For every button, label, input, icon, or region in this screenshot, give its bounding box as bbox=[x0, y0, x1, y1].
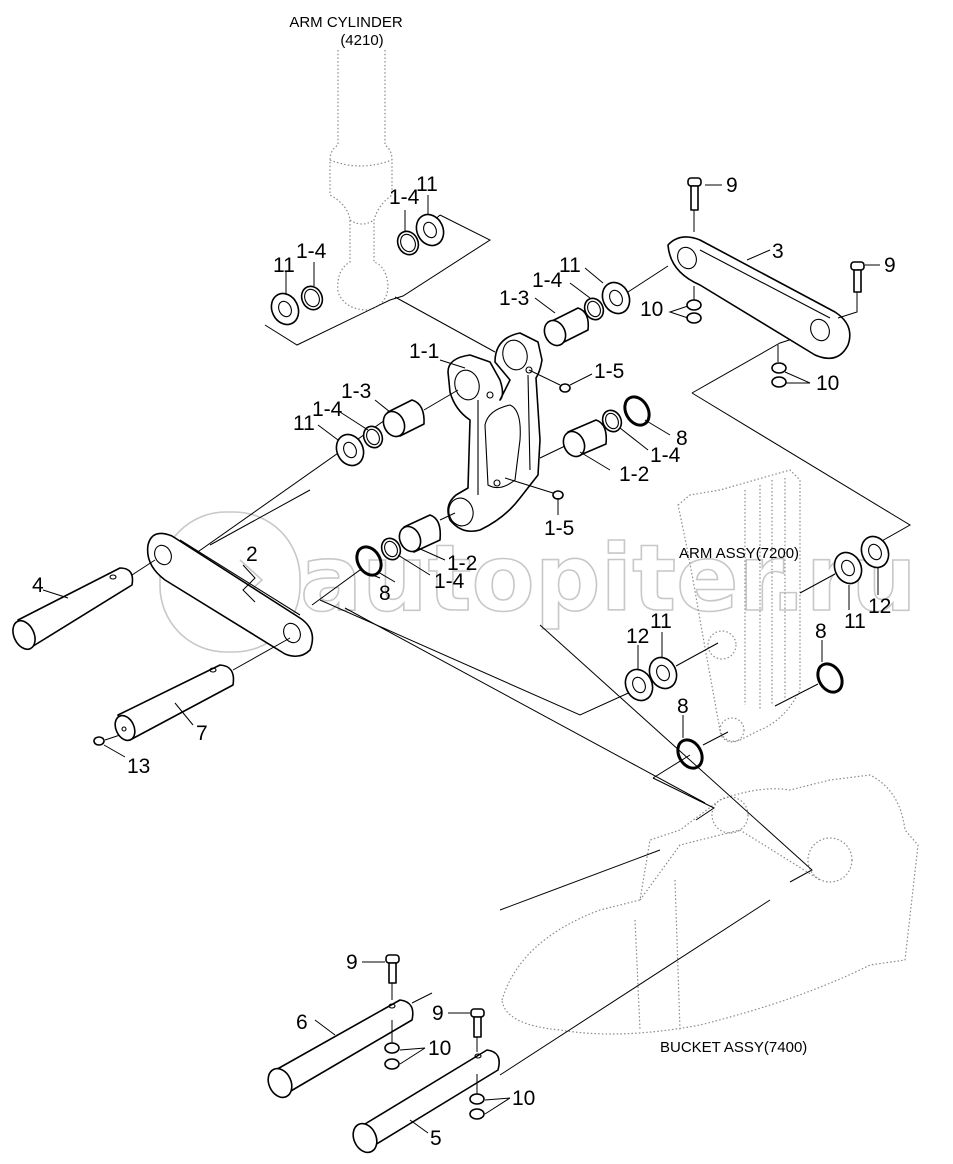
callout-label: 13 bbox=[127, 755, 150, 778]
callout-label: 10 bbox=[512, 1087, 535, 1110]
seal-1-4 bbox=[396, 230, 420, 256]
callout-label: 5 bbox=[430, 1127, 442, 1150]
callout-label: 8 bbox=[677, 695, 689, 718]
bushing-1-3 bbox=[382, 410, 406, 438]
callout-label: 11 bbox=[293, 412, 315, 435]
callout-label: 1-1 bbox=[409, 340, 439, 363]
callout-label: 11 bbox=[844, 610, 866, 633]
seal-1-4 bbox=[362, 425, 384, 449]
washer-11 bbox=[270, 292, 300, 326]
lube-fitting-1-5 bbox=[504, 477, 564, 500]
callout-label: 9 bbox=[726, 174, 738, 197]
upper-right-bushings bbox=[543, 265, 669, 347]
callout-label: 1-5 bbox=[594, 360, 624, 383]
bushing-1-3 bbox=[543, 319, 567, 347]
right-bushings bbox=[539, 395, 651, 459]
callout-label: 1-4 bbox=[532, 269, 563, 292]
callout-label: 11 bbox=[416, 173, 438, 196]
callout-leaders bbox=[42, 184, 880, 1134]
callout-label: 10 bbox=[640, 298, 663, 321]
callout-label: 1-2 bbox=[619, 463, 649, 486]
pin-4 bbox=[12, 559, 156, 651]
arm-assy-label: ARM ASSY(7200) bbox=[679, 545, 799, 562]
seal-1-4 bbox=[583, 297, 605, 321]
callout-label: 1-3 bbox=[341, 380, 371, 403]
o-ring-8 bbox=[676, 738, 704, 770]
o-ring-8 bbox=[623, 395, 651, 427]
callout-label: 1-4 bbox=[389, 186, 420, 209]
callout-label: 3 bbox=[772, 240, 784, 263]
washer-11 bbox=[648, 656, 678, 690]
lower-bushings bbox=[355, 512, 456, 577]
washer-11 bbox=[335, 433, 365, 467]
washer-12 bbox=[860, 535, 890, 569]
callout-label: 11 bbox=[273, 254, 295, 277]
o-ring-8 bbox=[355, 545, 383, 577]
callout-label: 4 bbox=[32, 574, 44, 597]
callout-label: 9 bbox=[884, 254, 896, 277]
washer-11 bbox=[833, 551, 863, 585]
arm-cylinder-ghost bbox=[329, 50, 393, 311]
callout-label: 11 bbox=[650, 610, 672, 633]
callout-label: 8 bbox=[815, 620, 827, 643]
arm-seals bbox=[624, 535, 890, 770]
callout-label: 1-4 bbox=[434, 570, 465, 593]
arm-cylinder-label: ARM CYLINDER bbox=[289, 14, 403, 31]
pin-5 bbox=[352, 1049, 500, 1154]
callout-label: 1-4 bbox=[650, 444, 681, 467]
nut-10 bbox=[771, 345, 787, 388]
callout-label: 11 bbox=[559, 254, 581, 277]
washer-11 bbox=[415, 213, 445, 247]
callout-label: 1-5 bbox=[544, 517, 574, 540]
washer-12 bbox=[624, 668, 654, 702]
link-1-1 bbox=[447, 332, 543, 533]
bolt-9 bbox=[385, 954, 400, 1045]
bolt-9 bbox=[470, 1008, 485, 1095]
callouts: 11 1-4 1-4 11 9 9 3 11 1-4 1-3 10 10 1-1… bbox=[32, 173, 896, 1150]
seal-1-4 bbox=[601, 409, 623, 433]
nut-10 bbox=[686, 286, 702, 324]
arm-cylinder-code: (4210) bbox=[340, 32, 383, 49]
link-2 bbox=[146, 532, 314, 658]
seal-1-4 bbox=[300, 285, 324, 311]
callout-label: 1-4 bbox=[296, 240, 327, 263]
lube-fitting-1-5 bbox=[528, 369, 571, 393]
cylinder-seals bbox=[270, 213, 445, 326]
bolt-9 bbox=[837, 261, 865, 319]
callout-label: 1-3 bbox=[499, 287, 529, 310]
callout-label: 1-2 bbox=[447, 552, 477, 575]
callout-label: 7 bbox=[196, 722, 208, 745]
fitting-13 bbox=[93, 736, 105, 746]
callout-label: 9 bbox=[346, 951, 358, 974]
callout-label: 8 bbox=[676, 427, 688, 450]
pin-6 bbox=[267, 992, 433, 1099]
bucket-assy-label: BUCKET ASSY(7400) bbox=[660, 1039, 807, 1056]
bucket-assy-ghost bbox=[501, 774, 919, 1035]
bushing-1-2 bbox=[562, 430, 586, 458]
callout-label: 10 bbox=[428, 1037, 451, 1060]
bushing-1-2 bbox=[398, 525, 422, 553]
callout-label: 10 bbox=[816, 372, 839, 395]
left-bushings bbox=[335, 389, 459, 467]
callout-label: 12 bbox=[626, 625, 649, 648]
callout-label: 9 bbox=[432, 1002, 444, 1025]
nut-10 bbox=[469, 1093, 485, 1120]
washer-11 bbox=[601, 281, 631, 315]
callout-label: 8 bbox=[379, 582, 391, 605]
watermark-logo-icon bbox=[159, 511, 301, 653]
bolt-9 bbox=[687, 177, 702, 232]
callout-label: 2 bbox=[246, 543, 258, 566]
callout-label: 1-4 bbox=[312, 398, 343, 421]
seal-1-4 bbox=[380, 537, 402, 561]
pin-7 bbox=[114, 637, 291, 742]
o-ring-8 bbox=[816, 662, 844, 694]
link-3 bbox=[667, 236, 851, 360]
callout-label: 12 bbox=[868, 595, 891, 618]
callout-label: 6 bbox=[296, 1011, 308, 1034]
nut-10 bbox=[384, 1042, 400, 1070]
